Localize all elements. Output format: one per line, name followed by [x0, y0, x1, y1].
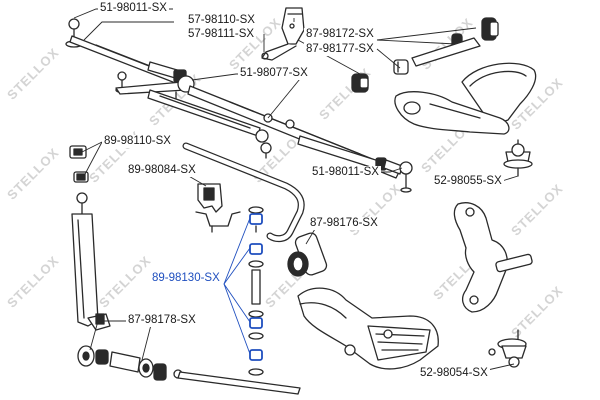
leader-line: [376, 48, 401, 69]
leader-line: [81, 141, 103, 153]
label-center-link: 51-98077-SX: [238, 67, 310, 80]
leader-line: [267, 73, 305, 119]
label-upper-arm-bushing-2: 87-98177-SX: [304, 43, 376, 56]
lower-arm-bushing-part: [287, 232, 328, 277]
leader-lines-highlight: [223, 217, 251, 355]
leader-line: [83, 21, 174, 41]
label-upper-ball-joint: 52-98055-SX: [432, 175, 504, 188]
leader-line: [223, 217, 251, 285]
leader-line: [223, 247, 251, 285]
stabilizer-bushing-part: [69, 145, 89, 183]
stab-link-kit-part: [248, 206, 264, 376]
leader-line: [376, 27, 477, 41]
label-stab-link-kit: 89-98130-SX: [150, 272, 222, 285]
label-upper-arm-bushing-1: 87-98172-SX: [304, 28, 376, 41]
upper-ball-joint-part: [503, 139, 533, 177]
label-lower-ball-joint: 52-98054-SX: [418, 367, 490, 380]
leader-line: [501, 175, 519, 182]
leader-line: [223, 283, 251, 355]
upper-control-arm-part: [351, 17, 537, 135]
stabilizer-link-part: [195, 183, 241, 233]
label-idler-arm-1: 57-98110-SX: [186, 14, 257, 27]
stabilizer-bar-part: [182, 142, 305, 243]
tie-rod-middle-part: [147, 89, 272, 159]
leader-line: [83, 141, 103, 177]
label-tie-rod-end-upper-left: 51-98011-SX: [98, 2, 169, 15]
label-idler-arm-2: 57-98111-SX: [186, 28, 257, 41]
label-lower-arm-bushing: 87-98176-SX: [308, 217, 380, 230]
label-tie-rod-end-right: 51-98011-SX: [310, 166, 381, 179]
tie-rod-end-right-part: [297, 135, 413, 193]
label-stabilizer-bushing: 89-98110-SX: [102, 135, 173, 148]
strut-bushing-part: [77, 345, 167, 381]
leader-line: [376, 39, 457, 45]
steering-knuckle-part: [453, 202, 533, 313]
leader-line: [141, 320, 153, 361]
label-strut-bushing-kit: 87-98178-SX: [126, 314, 198, 327]
label-stabilizer-link: 89-98084-SX: [126, 164, 198, 177]
idler-arm-part: [261, 7, 305, 61]
leader-line: [223, 283, 251, 323]
shock-absorber-part: [71, 192, 111, 331]
lower-control-arm-part: [297, 287, 439, 370]
lower-ball-joint-part: [488, 329, 527, 368]
lower-rod-part: [173, 369, 301, 395]
